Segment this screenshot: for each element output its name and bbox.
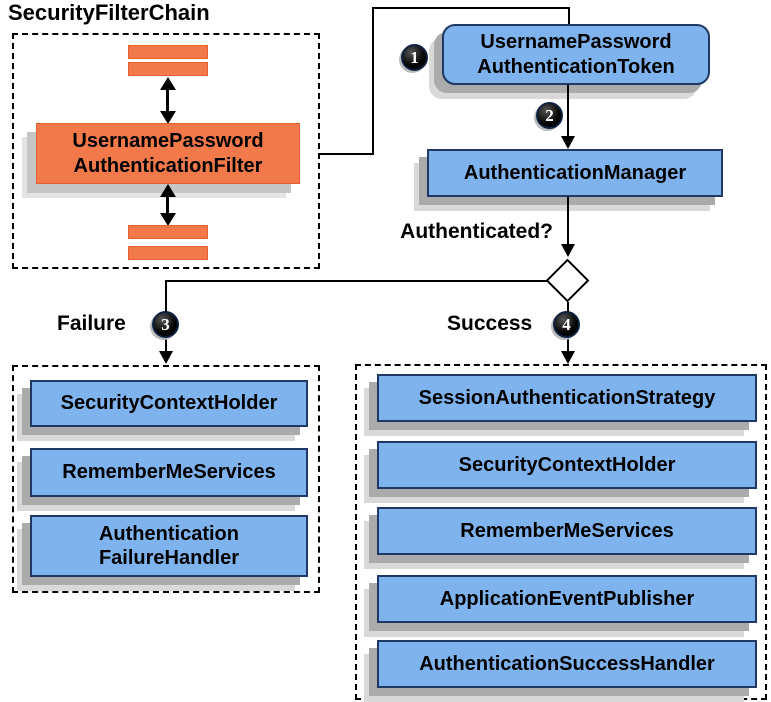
arrow-down-icon [159,351,173,364]
step-4-badge: 4 [553,311,580,338]
failure-label: Failure [57,312,126,335]
connector-line [372,7,570,9]
connector-line [320,153,374,155]
authentication-failure-handler-box: Authentication FailureHandler [30,515,308,577]
authentication-manager-box: AuthenticationManager [427,149,723,197]
username-password-authentication-token-box: UsernamePassword AuthenticationToken [442,24,710,85]
filter-bar [128,246,208,260]
arrow-up-icon [160,184,176,197]
arrow-down-icon [160,111,176,124]
step-3-badge: 3 [152,311,179,338]
success-label: Success [447,312,533,335]
session-authentication-strategy-box: SessionAuthenticationStrategy [377,374,757,422]
arrow-up-icon [160,77,176,90]
arrow-down-icon [561,351,575,364]
username-password-authentication-filter-box: UsernamePassword AuthenticationFilter [36,123,300,184]
remember-me-services-box: RememberMeServices [30,448,308,497]
arrow-down-icon [561,244,575,257]
decision-diamond [545,258,590,303]
connector-line [372,7,374,155]
security-filter-chain-title: SecurityFilterChain [8,0,210,25]
authenticated-question-label: Authenticated? [400,220,553,243]
failure-branch-line [166,280,547,282]
security-context-holder-box: SecurityContextHolder [30,380,308,427]
arrow-down-icon [160,213,176,226]
arrow-shaft [166,193,169,217]
application-event-publisher-box: ApplicationEventPublisher [377,575,757,623]
remember-me-services-box: RememberMeServices [377,507,757,555]
step-1-badge: 1 [401,44,428,71]
connector-line [568,7,570,25]
flow-line [567,197,569,245]
authentication-success-handler-box: AuthenticationSuccessHandler [377,640,757,688]
double-arrow-icon [160,77,176,124]
security-filter-chain-container [12,33,320,269]
arrow-shaft [166,86,169,115]
arrow-down-icon [561,136,575,149]
filter-bar [128,225,208,239]
filter-bar [128,45,208,59]
failure-branch-container [12,365,320,593]
success-branch-container [355,364,767,700]
double-arrow-icon [160,184,176,226]
filter-bar [128,62,208,76]
flow-line [567,85,569,137]
security-context-holder-box: SecurityContextHolder [377,441,757,489]
step-2-badge: 2 [536,102,563,129]
